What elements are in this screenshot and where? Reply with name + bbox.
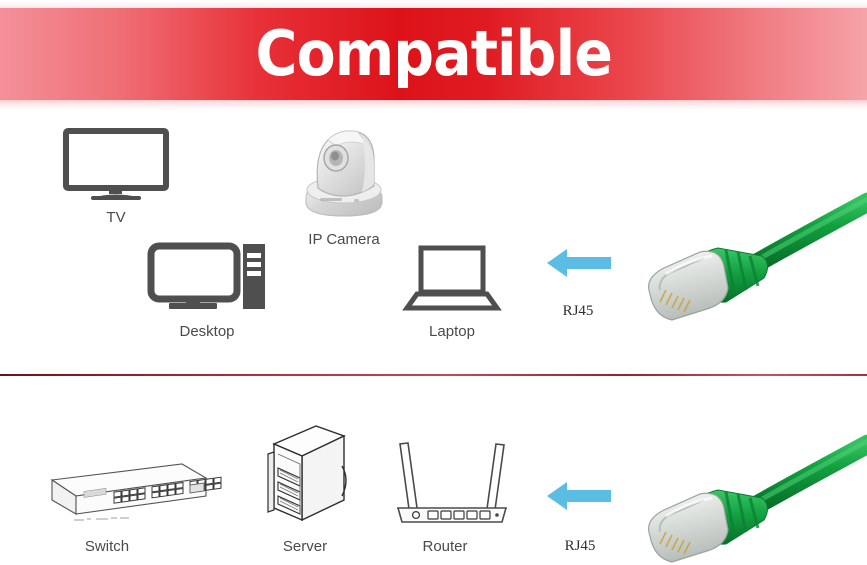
label-rj45-top: RJ45	[562, 303, 594, 319]
arrow-left-icon	[545, 478, 613, 514]
device-switch	[30, 458, 222, 524]
rj45-cable-top	[630, 192, 867, 323]
label-laptop: Laptop	[429, 323, 475, 340]
device-tv	[63, 128, 169, 200]
label-rj45-bottom: RJ45	[564, 538, 596, 554]
connector-arrow-top	[545, 245, 613, 281]
label-switch: Switch	[84, 538, 130, 555]
section-divider	[0, 374, 867, 376]
desktop-icon	[147, 242, 266, 311]
label-router: Router	[422, 538, 468, 555]
rj45-cable-green-icon	[630, 192, 867, 323]
device-laptop	[402, 245, 502, 311]
header-banner: Compatible	[0, 8, 867, 100]
page-title: Compatible	[255, 17, 612, 90]
banner-bottom-fade	[0, 100, 867, 110]
label-ip-camera: IP Camera	[308, 231, 380, 248]
banner-top-fade	[0, 0, 867, 9]
tv-icon	[63, 128, 169, 200]
label-tv: TV	[106, 209, 126, 226]
device-ip-camera	[296, 120, 392, 220]
label-desktop: Desktop	[179, 323, 235, 340]
connector-arrow-bottom	[545, 478, 613, 514]
label-server: Server	[282, 538, 328, 555]
rj45-cable-green-icon	[630, 434, 867, 565]
arrow-left-icon	[545, 245, 613, 281]
server-rack-icon	[266, 424, 350, 526]
network-switch-icon	[30, 458, 222, 524]
device-router	[392, 430, 510, 526]
device-desktop	[147, 242, 266, 311]
ip-camera-icon	[296, 120, 392, 220]
device-server	[266, 424, 350, 526]
wifi-router-icon	[392, 430, 510, 526]
laptop-icon	[402, 245, 502, 311]
rj45-cable-bottom	[630, 434, 867, 565]
